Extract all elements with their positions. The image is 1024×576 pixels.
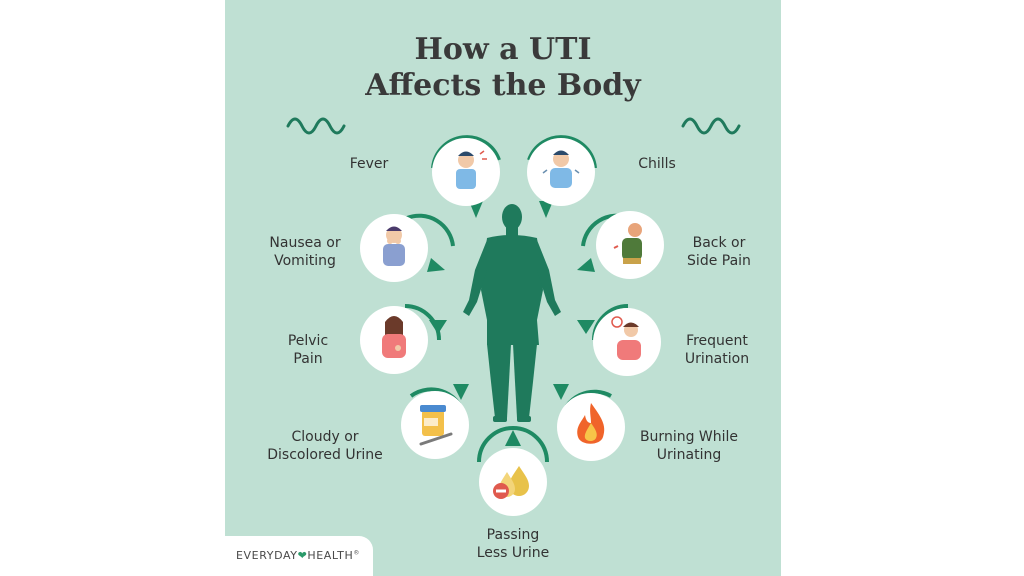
urine-sample-icon [419,405,453,446]
label-line: Urinating [656,447,722,463]
label-line: Pain [293,351,323,367]
symptom-fever [431,135,501,218]
chills-icon [542,150,580,188]
pelvic-pain-icon [382,316,406,358]
label-pelvic-pain: Pelvic Pain [268,332,348,368]
label-fever: Fever [329,155,409,173]
label-line: Chills [638,156,676,172]
drops-icon [493,466,529,499]
squiggle-left-icon [286,117,346,135]
frequent-urination-icon [611,316,641,360]
label-line: Burning While [639,429,739,445]
label-line: Fever [349,156,389,172]
label-line: Frequent [686,333,748,349]
label-nausea: Nausea or Vomiting [255,234,355,270]
label-line: Back or [692,235,746,251]
flame-icon [577,403,605,444]
brand-right: HEALTH [307,549,354,562]
label-frequent-urination: Frequent Urination [667,332,767,368]
label-line: Nausea or [269,235,341,251]
label-line: Less Urine [476,545,550,561]
label-back-pain: Back or Side Pain [669,234,769,270]
symptom-back-pain [577,211,664,279]
symptom-nausea [360,213,455,282]
symptom-chills [527,135,597,218]
label-line: Vomiting [274,253,336,269]
back-pain-icon [613,223,642,264]
label-burning: Burning While Urinating [629,428,749,464]
label-line: Side Pain [687,253,751,269]
label-passing-less-urine: Passing Less Urine [463,526,563,562]
label-chills: Chills [617,155,697,173]
fever-icon [456,150,487,189]
symptom-cloudy-urine [401,384,469,459]
brand-mark: ® [353,549,360,557]
title-line-1: How a UTI [414,32,592,67]
label-line: Passing [486,527,540,543]
nausea-icon [383,226,405,266]
squiggle-right-icon [681,117,741,135]
leaf-icon: ❤ [297,549,308,562]
title-line-2: Affects the Body [365,68,641,103]
label-line: Discolored Urine [267,447,383,463]
brand-left: EVERYDAY [236,549,298,562]
symptom-frequent-urination [577,304,661,376]
brand-logo: EVERYDAY❤HEALTH® [225,536,373,576]
symptom-passing-less-urine [477,426,549,516]
label-line: Urination [684,351,750,367]
label-line: Cloudy or [291,429,359,445]
label-cloudy-urine: Cloudy or Discolored Urine [250,428,400,464]
symptom-burning [553,384,625,461]
brand-logo-text: EVERYDAY❤HEALTH® [236,549,360,562]
body-silhouette [463,204,561,422]
uti-diagram [286,117,741,516]
label-line: Pelvic [287,333,329,349]
symptom-pelvic-pain [360,304,447,374]
infographic-panel: How a UTI Affects the Body [225,0,781,576]
page-title: How a UTI Affects the Body [225,32,781,104]
